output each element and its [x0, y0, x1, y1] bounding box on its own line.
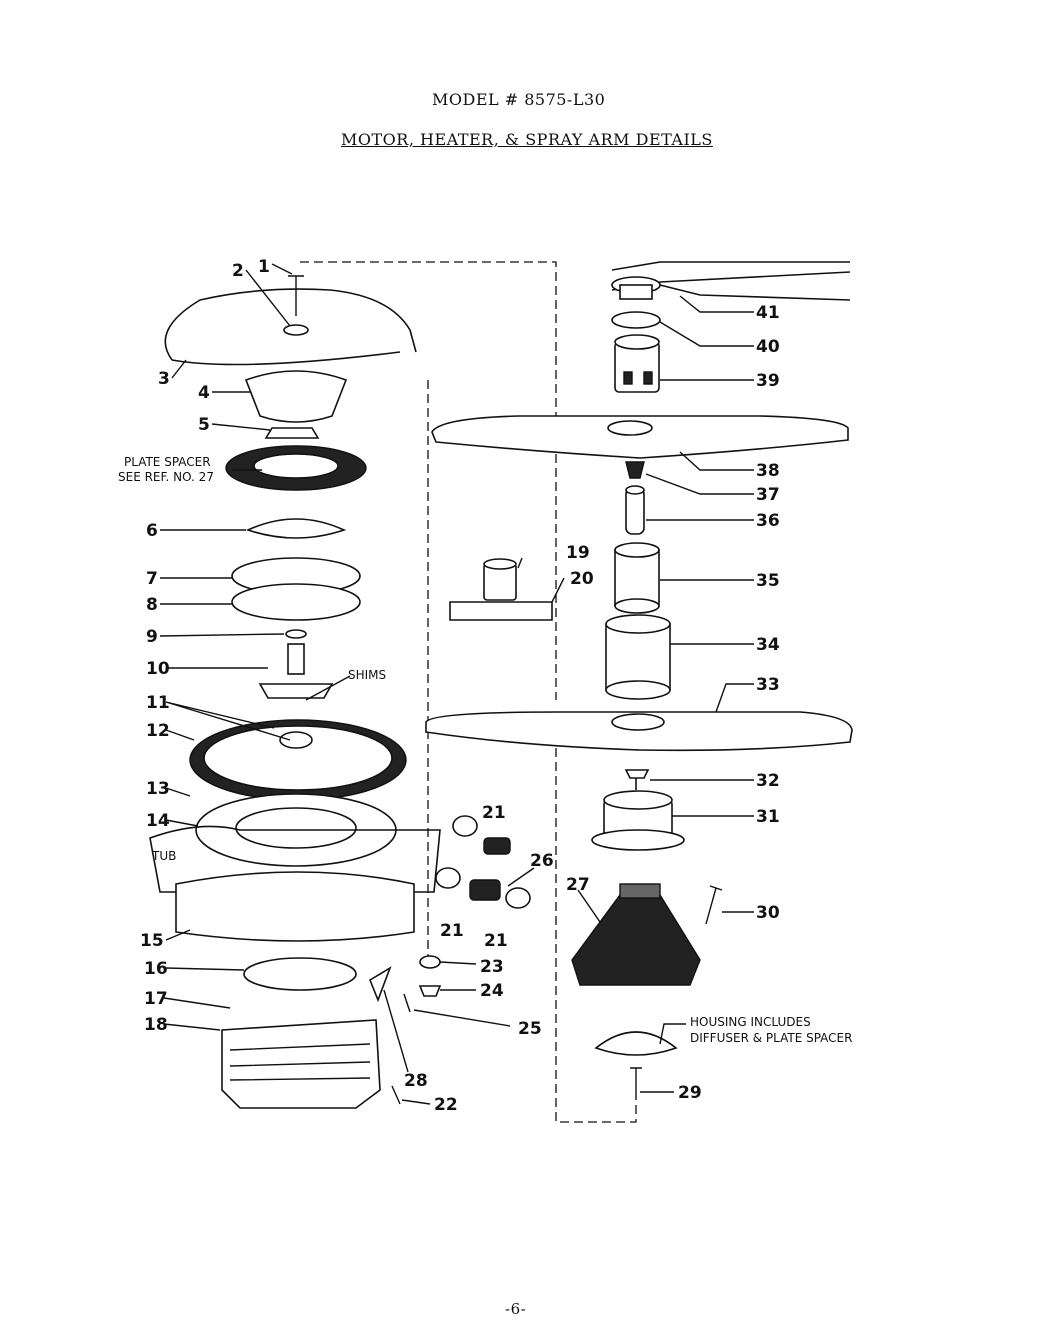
part-39-bearing	[614, 334, 660, 393]
part-8-gasket	[231, 583, 361, 621]
part-22-screw	[391, 1085, 401, 1105]
part-9-washer	[285, 629, 307, 639]
part-24-screw	[418, 985, 442, 997]
diffuser	[594, 1031, 678, 1056]
plate-spacer	[225, 445, 367, 491]
part-10-impeller	[258, 643, 334, 699]
note-housing-1: HOUSING INCLUDES	[690, 1015, 811, 1029]
part-31-hub	[591, 790, 685, 851]
callout-5: 5	[198, 415, 210, 435]
callout-22: 22	[434, 1095, 458, 1115]
part-34-cylinder	[605, 614, 671, 700]
tub	[149, 825, 441, 893]
callout-41: 41	[756, 303, 780, 323]
part-30-screw	[705, 885, 723, 925]
callout-12: 12	[146, 721, 170, 741]
callout-34: 34	[756, 635, 780, 655]
callout-6: 6	[146, 521, 158, 541]
part-2-washer	[283, 324, 309, 336]
part-36-tube	[625, 485, 645, 535]
part-25-screw	[403, 993, 411, 1013]
callout-29: 29	[678, 1083, 702, 1103]
assembly-line-left	[300, 261, 557, 960]
callout-15: 15	[140, 931, 164, 951]
callout-30: 30	[756, 903, 780, 923]
part-28-clip	[369, 966, 392, 1003]
part-33-lower-spray-arm	[425, 711, 853, 752]
callout-labels: 1 2 3 4 5 6 7 8 9 10 11 12 13 14 15 16 1…	[140, 257, 780, 1115]
callout-21a: 21	[482, 803, 506, 823]
part-38-upper-spray-arm	[431, 415, 849, 459]
part-19-20-bracket	[449, 558, 553, 621]
callout-33: 33	[756, 675, 780, 695]
callout-37: 37	[756, 485, 780, 505]
part-18-motor	[221, 1019, 381, 1109]
part-23-grommet	[419, 955, 441, 969]
leader-lines	[159, 263, 754, 1105]
diagram-title: MOTOR, HEATER, & SPRAY ARM DETAILS	[341, 130, 713, 149]
part-21-hose	[483, 837, 511, 855]
callout-21c: 21	[484, 931, 508, 951]
model-number: MODEL # 8575-L30	[432, 90, 606, 109]
callout-38: 38	[756, 461, 780, 481]
callout-1: 1	[258, 257, 270, 277]
callout-2: 2	[232, 261, 244, 281]
part-40-nut	[611, 311, 661, 329]
callout-21b: 21	[440, 921, 464, 941]
part-4-cover	[244, 370, 348, 423]
part-5-impeller	[264, 427, 320, 439]
part-12-seal-ring	[189, 719, 407, 801]
callout-28: 28	[404, 1071, 428, 1091]
note-plate-spacer-2: SEE REF. NO. 27	[118, 470, 214, 484]
callout-32: 32	[756, 771, 780, 791]
part-35-sleeve	[614, 542, 660, 614]
callout-7: 7	[146, 569, 158, 589]
callout-14: 14	[146, 811, 170, 831]
part-21-clamp-c	[505, 887, 531, 909]
part-29-screw	[630, 1067, 642, 1100]
part-15-ring	[175, 871, 415, 942]
part-1-bolt	[288, 275, 304, 316]
callout-31: 31	[756, 807, 780, 827]
part-37-nut	[625, 461, 645, 479]
diagram-notes: PLATE SPACER SEE REF. NO. 27 SHIMS TUB H…	[118, 455, 852, 1045]
part-32-screw	[624, 769, 650, 790]
part-16-plate	[243, 957, 357, 991]
part-27-housing	[571, 883, 701, 986]
callout-40: 40	[756, 337, 780, 357]
assembly-line-right	[555, 720, 637, 1123]
callout-26: 26	[530, 851, 554, 871]
callout-4: 4	[198, 383, 210, 403]
callout-25: 25	[518, 1019, 542, 1039]
callout-35: 35	[756, 571, 780, 591]
callout-19: 19	[566, 543, 590, 563]
callout-9: 9	[146, 627, 158, 647]
callout-24: 24	[480, 981, 504, 1001]
part-26-hose	[469, 879, 501, 901]
page-number: -6-	[505, 1300, 527, 1318]
note-housing-2: DIFFUSER & PLATE SPACER	[690, 1031, 852, 1045]
callout-39: 39	[756, 371, 780, 391]
callout-11: 11	[146, 693, 170, 713]
callout-16: 16	[144, 959, 168, 979]
part-41-inlet-hose	[611, 261, 851, 301]
callout-18: 18	[144, 1015, 168, 1035]
part-3-heater	[164, 288, 417, 366]
note-shims: SHIMS	[348, 668, 386, 682]
note-tub: TUB	[151, 849, 176, 863]
note-plate-spacer-1: PLATE SPACER	[124, 455, 211, 469]
callout-23: 23	[480, 957, 504, 977]
callout-20: 20	[570, 569, 594, 589]
callout-17: 17	[144, 989, 168, 1009]
callout-36: 36	[756, 511, 780, 531]
callout-10: 10	[146, 659, 170, 679]
part-21-clamp-b	[435, 867, 461, 889]
part-6-cap	[245, 518, 347, 539]
callout-27: 27	[566, 875, 590, 895]
callout-13: 13	[146, 779, 170, 799]
callout-8: 8	[146, 595, 158, 615]
part-21-clamp	[452, 815, 478, 837]
callout-3: 3	[158, 369, 170, 389]
